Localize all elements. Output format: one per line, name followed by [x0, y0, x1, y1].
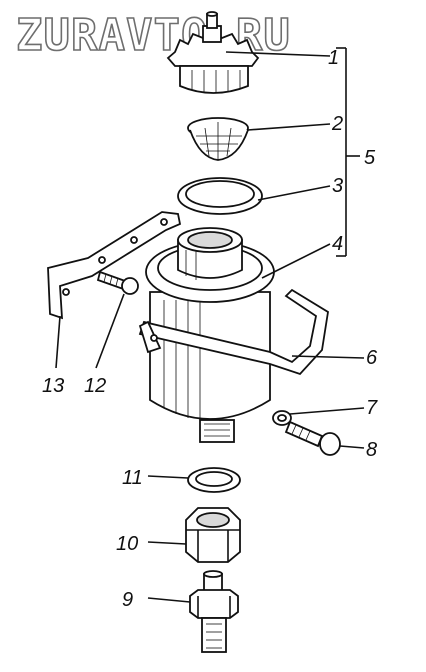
part-9-fitting: [189, 570, 239, 653]
part-11-gasket: [187, 467, 241, 493]
callouts: 1 2 3 4 5 6 7 8 9 10 11 12 13: [42, 47, 378, 611]
callout-4: 4: [332, 233, 343, 255]
callout-11: 11: [122, 467, 143, 489]
part-7-spring-washer: [272, 410, 292, 426]
part-1-filler-cap: [166, 11, 260, 94]
part-4-reservoir: [145, 227, 275, 443]
watermark-text: ZURAVTO.RU: [16, 10, 291, 61]
part-2-strainer: [187, 117, 249, 161]
part-13-bracket: [47, 211, 182, 320]
callout-12: 12: [84, 375, 106, 397]
callout-7: 7: [366, 397, 378, 419]
callout-6: 6: [366, 347, 378, 369]
callout-5: 5: [364, 147, 376, 169]
callout-2: 2: [331, 113, 343, 135]
leader-lines: [55, 47, 365, 603]
callout-3: 3: [332, 175, 343, 197]
part-8-bolt: [284, 420, 341, 456]
callout-13: 13: [42, 375, 64, 397]
part-3-sealing-ring: [177, 177, 263, 215]
callout-10: 10: [116, 533, 138, 555]
part-10-hex-nut: [185, 507, 241, 563]
part-12-bolt: [96, 270, 139, 295]
part-6-clamp: [138, 288, 329, 376]
callout-8: 8: [366, 439, 377, 461]
callout-1: 1: [328, 47, 339, 69]
callout-9: 9: [122, 589, 133, 611]
